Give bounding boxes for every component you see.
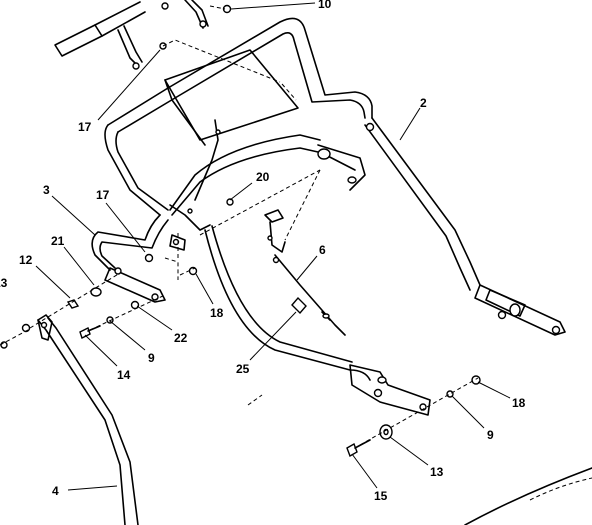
washer-13a <box>21 323 31 333</box>
cable-control <box>264 209 346 336</box>
callout-3: 3 <box>43 183 50 197</box>
nut-17b <box>144 253 154 263</box>
cable-tie <box>291 296 307 315</box>
callout-9-left: 9 <box>148 351 155 365</box>
leader-lines <box>35 2 511 491</box>
callout-9-right: 9 <box>487 428 494 442</box>
callout-17: 17 <box>96 188 110 202</box>
top-grip-bar <box>54 0 209 70</box>
callout-15: 15 <box>374 489 388 503</box>
callout-labels: 10 2 17 3 17 20 6 21 12 13 18 22 9 14 25… <box>0 0 526 503</box>
callout-14: 14 <box>117 368 131 382</box>
control-panel <box>164 49 299 201</box>
bolt-15-head <box>346 442 358 458</box>
callout-2: 2 <box>420 96 427 110</box>
nut-10 <box>222 4 232 14</box>
callout-25: 25 <box>236 362 250 376</box>
spacer-21 <box>90 287 102 297</box>
callout-13-left: 13 <box>0 276 8 290</box>
bolt-14-head <box>79 327 91 339</box>
callout-18-left: 18 <box>210 306 224 320</box>
left-handle-tube <box>91 214 186 303</box>
callout-10: 10 <box>318 0 332 11</box>
deck-edge <box>464 467 592 525</box>
lower-right-bracket <box>349 364 431 416</box>
washer-9a <box>106 316 114 324</box>
cable-route <box>204 225 371 381</box>
callout-21: 21 <box>51 234 65 248</box>
assembly-lines <box>0 5 479 446</box>
callout-22: 22 <box>174 331 188 345</box>
callout-6: 6 <box>319 243 326 257</box>
callout-20: 20 <box>256 170 270 184</box>
callout-4: 4 <box>52 484 59 498</box>
callout-13-right: 13 <box>430 465 444 479</box>
lower-left-handle <box>37 314 139 525</box>
washer-12 <box>66 299 80 309</box>
upper-handle <box>104 17 566 336</box>
lower-cross-bar <box>169 134 366 231</box>
callout-17-top: 17 <box>78 120 92 134</box>
callout-12: 12 <box>19 253 33 267</box>
callout-18-right: 18 <box>512 396 526 410</box>
